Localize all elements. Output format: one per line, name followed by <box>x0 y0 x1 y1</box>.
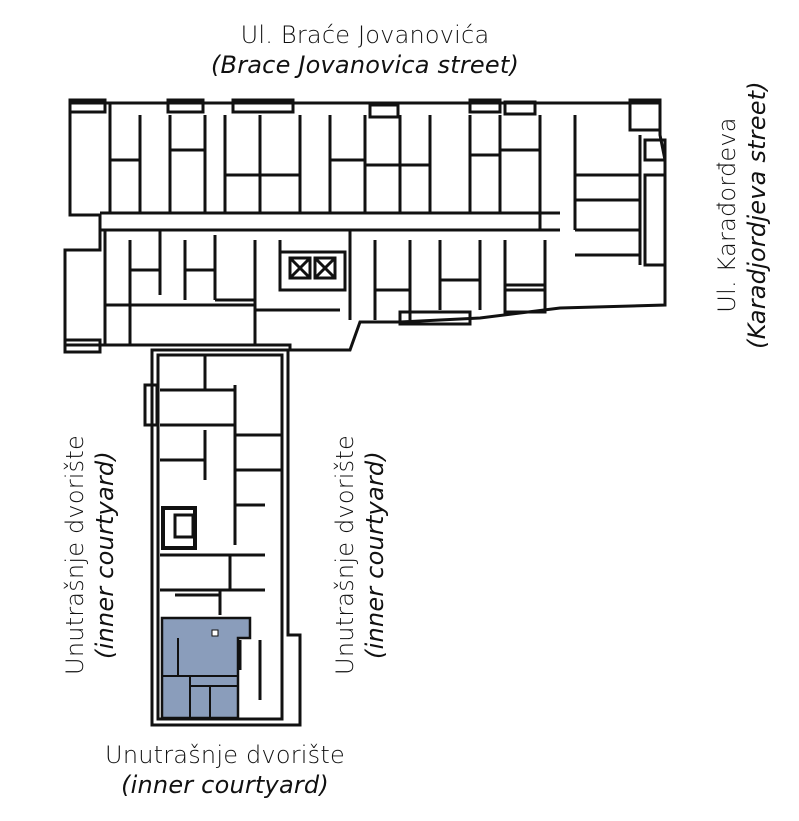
lower-wing-outline <box>150 348 302 727</box>
highlighted-apartment <box>160 616 252 720</box>
highlighted-unit-shape <box>160 616 252 720</box>
top-street-label: Ul. Braće Jovanovića (Brace Jovanovica s… <box>200 20 530 80</box>
top-street-english: (Brace Jovanovica street) <box>210 51 520 79</box>
plan-walls <box>63 98 667 727</box>
bottom-courtyard-label: Unutrašnje dvorište (inner courtyard) <box>70 740 380 800</box>
bottom-courtyard-local: Unutrašnje dvorište <box>105 741 345 769</box>
bottom-courtyard-english: (inner courtyard) <box>121 771 329 799</box>
top-street-local: Ul. Braće Jovanovića <box>240 21 490 49</box>
